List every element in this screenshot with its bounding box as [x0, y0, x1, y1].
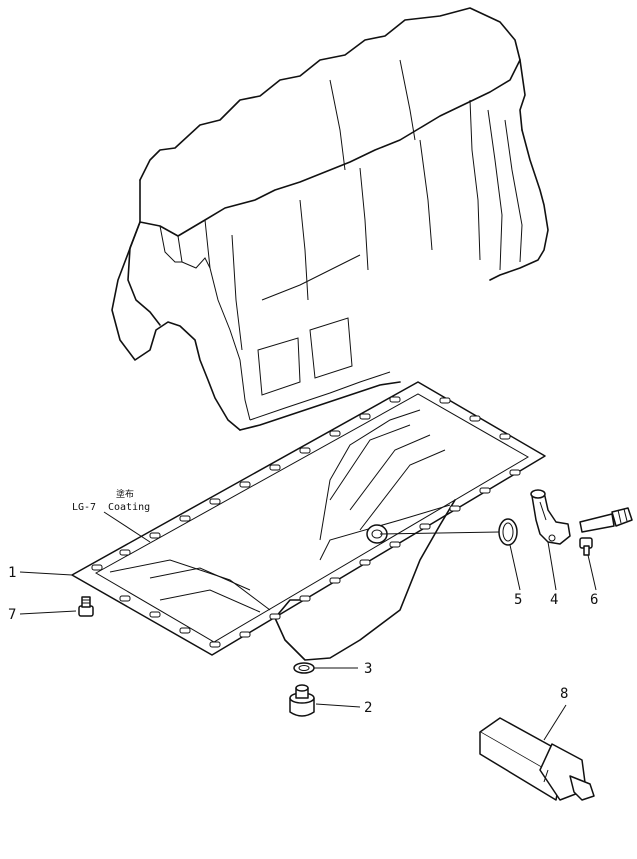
flange-bolt-holes	[91, 396, 521, 648]
oil-pan	[71, 381, 546, 661]
annotation-coating: Coating	[108, 502, 150, 513]
bolt-part-7	[78, 596, 94, 617]
engine-block	[111, 7, 549, 431]
callout-3: 3	[364, 661, 372, 677]
sealant-annotation: 塗布 LG-7 Coating	[72, 488, 150, 513]
callout-8: 8	[560, 686, 568, 702]
callout-4: 4	[550, 592, 558, 608]
elbow-part-4	[530, 489, 571, 545]
o-ring-part-5	[498, 518, 518, 546]
callout-1: 1	[8, 565, 16, 581]
callout-5: 5	[514, 592, 522, 608]
callout-2: 2	[364, 700, 372, 716]
callout-6: 6	[590, 592, 598, 608]
tube-fitting	[579, 507, 633, 533]
leader-lines	[19, 511, 597, 741]
tube-part-8	[479, 717, 595, 801]
washer-part-3	[293, 662, 315, 674]
drain-plug-part-2	[289, 684, 315, 717]
callout-7: 7	[8, 607, 16, 623]
bolt-part-6	[579, 537, 593, 556]
annotation-code: LG-7	[72, 502, 96, 513]
annotation-jp: 塗布	[116, 488, 134, 500]
